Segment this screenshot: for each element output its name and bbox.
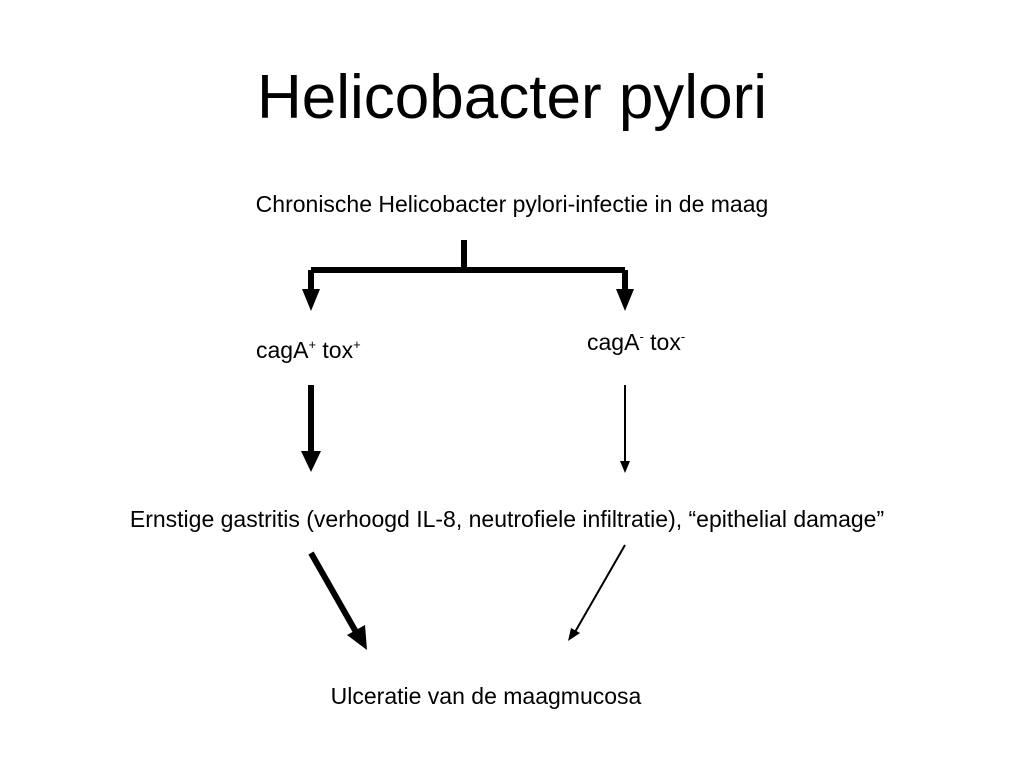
split-right-arrowhead bbox=[616, 289, 634, 311]
right-diagonal-arrow-line bbox=[574, 544, 626, 633]
gene-tox-superscript: - bbox=[680, 329, 686, 344]
slide-title: Helicobacter pylori bbox=[257, 63, 767, 132]
gene-caga-superscript: - bbox=[639, 329, 644, 344]
node-caga-negative: cagA- tox- bbox=[587, 328, 685, 356]
gene-tox-label: tox bbox=[322, 337, 354, 363]
gene-tox-superscript: + bbox=[353, 337, 361, 352]
node-chronic-infection: Chronische Helicobacter pylori-infectie … bbox=[255, 191, 769, 217]
left-diagonal-arrow-line bbox=[308, 551, 359, 634]
right-thin-arrowhead bbox=[620, 461, 630, 473]
right-diagonal-arrowhead bbox=[568, 628, 580, 641]
node-severe-gastritis: Ernstige gastritis (verhoogd IL-8, neutr… bbox=[129, 506, 885, 532]
gene-caga-superscript: + bbox=[308, 337, 317, 352]
node-ulceration: Ulceratie van de maagmucosa bbox=[330, 683, 642, 709]
left-thick-arrowhead bbox=[301, 451, 321, 472]
gene-caga-label: cagA bbox=[587, 329, 640, 355]
gene-caga-label: cagA bbox=[256, 337, 309, 363]
node-caga-positive: cagA+ tox+ bbox=[256, 336, 361, 364]
split-left-arrowhead bbox=[302, 289, 320, 311]
left-diagonal-arrowhead bbox=[347, 625, 367, 650]
gene-tox-label: tox bbox=[650, 329, 681, 355]
